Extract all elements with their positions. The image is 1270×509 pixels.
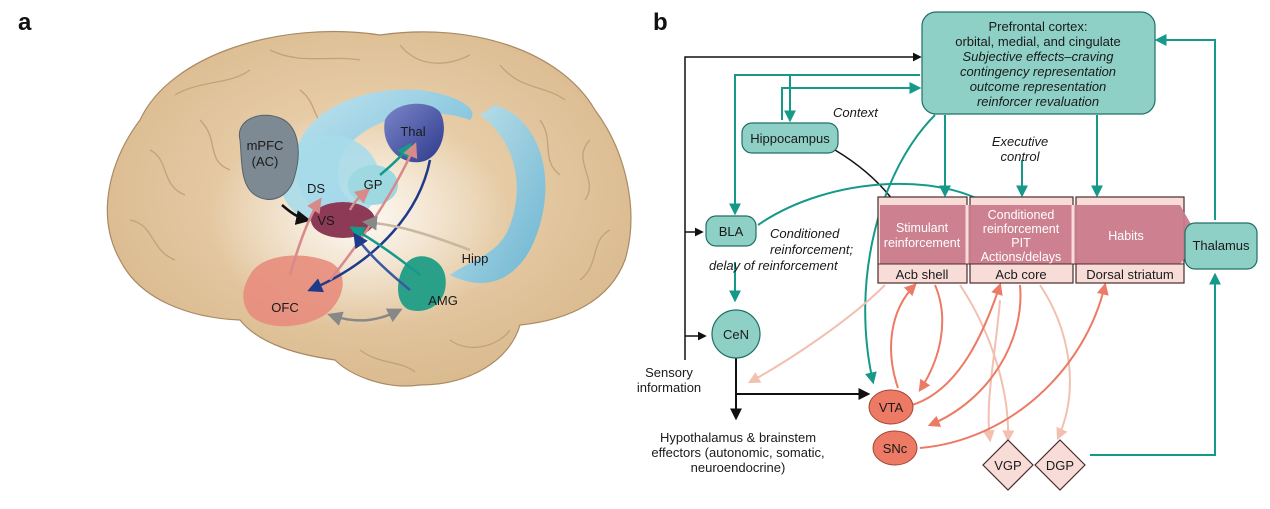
vta-node: VTA xyxy=(868,389,914,425)
cond-caption-1: Conditioned xyxy=(770,226,840,241)
thalamus-label: Thalamus xyxy=(1192,238,1250,253)
sensory-label-2: information xyxy=(637,380,701,395)
stimulant-label-2: reinforcement xyxy=(884,236,961,250)
pfc-node: Prefrontal cortex: orbital, medial, and … xyxy=(921,11,1156,115)
pale-connectors xyxy=(747,284,1071,443)
brain-gyri xyxy=(129,44,611,373)
executive-label-2: control xyxy=(1000,149,1040,164)
hippocampus-label: Hippocampus xyxy=(750,131,830,146)
amg-region xyxy=(398,256,446,311)
hipp-label: Hipp xyxy=(462,251,489,266)
effectors-label-2: effectors (autonomic, somatic, xyxy=(651,445,824,460)
cond-caption-3: delay of reinforcement xyxy=(709,258,839,273)
amg-label: AMG xyxy=(428,293,458,308)
panel-a-label: a xyxy=(18,9,32,36)
condrein-label-1: Conditioned xyxy=(988,208,1055,222)
cen-label: CeN xyxy=(723,327,749,342)
snc-label: SNc xyxy=(883,441,908,456)
context-label: Context xyxy=(833,105,879,120)
condrein-label-4: Actions/delays xyxy=(981,250,1062,264)
effectors-label-1: Hypothalamus & brainstem xyxy=(660,430,816,445)
cond-caption-2: reinforcement; xyxy=(770,242,853,257)
acb-core-label: Acb core xyxy=(995,267,1046,282)
snc-node: SNc xyxy=(872,430,918,466)
gp-label: GP xyxy=(364,177,383,192)
vgp-node: VGP xyxy=(982,439,1034,491)
pfc-line-craving: Subjective effects–craving xyxy=(962,49,1114,64)
mpfc-region xyxy=(238,114,299,200)
executive-label-1: Executive xyxy=(992,134,1048,149)
vgp-label: VGP xyxy=(994,458,1021,473)
striatum-arrow-band xyxy=(880,205,1200,264)
mpfc-label-2: (AC) xyxy=(252,154,279,169)
dgp-node: DGP xyxy=(1034,439,1086,491)
thalamus-node: Thalamus xyxy=(1184,222,1258,270)
pfc-title: Prefrontal cortex: xyxy=(989,19,1088,34)
dorsal-striatum-label: Dorsal striatum xyxy=(1086,267,1173,282)
bla-label: BLA xyxy=(719,224,744,239)
brain-illustration: mPFC (AC) DS GP Thal VS Hipp AMG OFC xyxy=(106,31,632,387)
vs-label: VS xyxy=(317,213,335,228)
ofc-label: OFC xyxy=(271,300,298,315)
striatum-group: Stimulant reinforcement Conditioned rein… xyxy=(877,196,1200,284)
effectors-label-3: neuroendocrine) xyxy=(691,460,786,475)
dgp-label: DGP xyxy=(1046,458,1074,473)
stimulant-label-1: Stimulant xyxy=(896,221,949,235)
ofc-region xyxy=(243,255,343,327)
condrein-label-3: PIT xyxy=(1011,236,1031,250)
teal-connectors xyxy=(729,34,1221,456)
vta-label: VTA xyxy=(879,400,904,415)
pfc-line-outcome: outcome representation xyxy=(970,79,1107,94)
hippocampus-node: Hippocampus xyxy=(741,122,839,154)
pfc-subtitle: orbital, medial, and cingulate xyxy=(955,34,1121,49)
pfc-line-revaluation: reinforcer revaluation xyxy=(977,94,1099,109)
salmon-connectors xyxy=(890,282,1109,449)
brain-arrows xyxy=(281,142,471,326)
ds-label: DS xyxy=(307,181,325,196)
bla-node: BLA xyxy=(705,215,757,247)
acb-shell-label: Acb shell xyxy=(896,267,949,282)
panel-b-label: b xyxy=(653,9,668,36)
hipp-region xyxy=(450,105,546,283)
cen-node: CeN xyxy=(711,309,761,359)
condrein-label-2: reinforcement xyxy=(983,222,1060,236)
ds-region xyxy=(294,89,473,215)
habits-label: Habits xyxy=(1108,229,1143,243)
sensory-label-1: Sensory xyxy=(645,365,693,380)
pfc-line-contingency: contingency representation xyxy=(960,64,1116,79)
thal-label: Thal xyxy=(400,124,425,139)
mpfc-label-1: mPFC xyxy=(247,138,284,153)
